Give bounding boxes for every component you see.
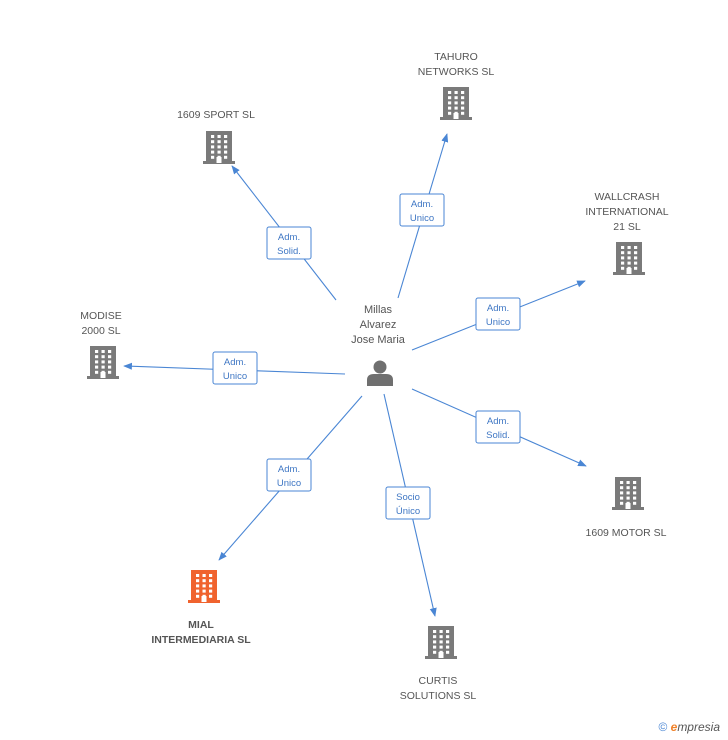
company-label-curtis-line: CURTIS bbox=[419, 675, 458, 687]
role-text: Unico bbox=[223, 371, 247, 382]
role-text: Unico bbox=[486, 317, 510, 328]
role-badge-motor[interactable]: Adm. Solid. bbox=[475, 410, 521, 444]
company-label-mial: MIAL INTERMEDIARIA SL bbox=[151, 619, 251, 646]
company-label-wallcrash-line: 21 SL bbox=[613, 221, 641, 233]
person-label-line: Jose Maria bbox=[351, 334, 406, 346]
company-label-tahuro-line: TAHURO bbox=[434, 51, 478, 63]
copyright-symbol: © bbox=[658, 720, 668, 734]
building-icon[interactable] bbox=[203, 131, 235, 164]
role-text: Socio bbox=[396, 492, 420, 503]
brand-logo-initial: e bbox=[670, 720, 678, 734]
role-text: Único bbox=[396, 506, 420, 517]
role-text: Adm. bbox=[411, 199, 433, 210]
person-label-line: Alvarez bbox=[360, 319, 397, 331]
company-label-tahuro-line: NETWORKS SL bbox=[418, 66, 495, 78]
building-icon[interactable] bbox=[440, 87, 472, 120]
company-label-modise-line: 2000 SL bbox=[81, 325, 120, 337]
company-label-tahuro: TAHURO NETWORKS SL bbox=[418, 51, 495, 78]
company-label-sport-line: 1609 SPORT SL bbox=[177, 109, 255, 121]
company-label-curtis: CURTIS SOLUTIONS SL bbox=[400, 675, 477, 702]
role-text: Solid. bbox=[486, 430, 510, 441]
role-text: Adm. bbox=[487, 303, 509, 314]
footer-brand: © empresia bbox=[658, 720, 720, 734]
company-label-mial-line: INTERMEDIARIA SL bbox=[151, 634, 251, 646]
role-badge-tahuro[interactable]: Adm. Unico bbox=[399, 193, 445, 227]
building-icon[interactable] bbox=[613, 242, 645, 275]
role-text: Unico bbox=[277, 478, 301, 489]
building-icon[interactable] bbox=[425, 626, 457, 659]
person-icon-head bbox=[373, 360, 387, 374]
building-icon[interactable] bbox=[188, 570, 220, 603]
role-text: Solid. bbox=[277, 246, 301, 257]
company-label-modise-line: MODISE bbox=[80, 310, 121, 322]
company-label-wallcrash-line: WALLCRASH bbox=[595, 191, 660, 203]
company-label-wallcrash: WALLCRASH INTERNATIONAL 21 SL bbox=[585, 191, 668, 233]
building-icon[interactable] bbox=[612, 477, 644, 510]
company-label-modise: MODISE 2000 SL bbox=[80, 310, 121, 337]
company-label-motor: 1609 MOTOR SL bbox=[586, 527, 667, 539]
person-node[interactable] bbox=[367, 360, 393, 387]
company-label-mial-line: MIAL bbox=[188, 619, 214, 631]
role-text: Adm. bbox=[278, 232, 300, 243]
brand-logo-text: mpresia bbox=[677, 720, 720, 734]
company-label-wallcrash-line: INTERNATIONAL bbox=[585, 206, 668, 218]
company-label-motor-line: 1609 MOTOR SL bbox=[586, 527, 667, 539]
role-text: Adm. bbox=[224, 357, 246, 368]
role-text: Adm. bbox=[278, 464, 300, 475]
person-icon bbox=[367, 374, 393, 386]
company-label-sport: 1609 SPORT SL bbox=[177, 109, 255, 121]
company-label-curtis-line: SOLUTIONS SL bbox=[400, 690, 477, 702]
role-text: Adm. bbox=[487, 416, 509, 427]
role-badge-modise[interactable]: Adm. Unico bbox=[212, 351, 258, 385]
role-text: Unico bbox=[410, 213, 434, 224]
role-badge-wallcrash[interactable]: Adm. Unico bbox=[475, 297, 521, 331]
role-badge-mial[interactable]: Adm. Unico bbox=[266, 458, 312, 492]
role-badge-sport[interactable]: Adm. Solid. bbox=[266, 226, 312, 260]
person-label-line: Millas bbox=[364, 304, 393, 316]
building-icon[interactable] bbox=[87, 346, 119, 379]
